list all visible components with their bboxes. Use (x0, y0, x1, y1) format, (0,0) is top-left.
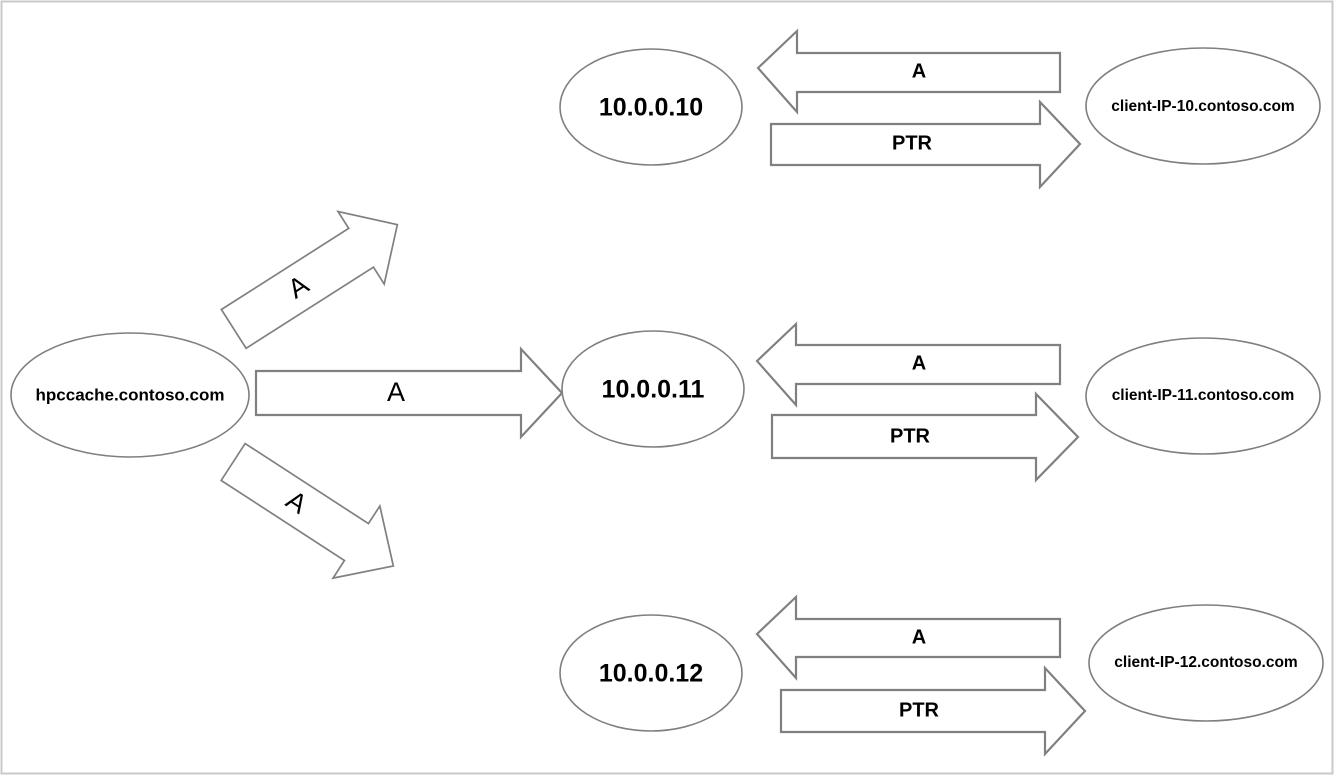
edge-source-to-10-0-0-12[interactable]: A (210, 426, 417, 602)
node-client-ip-12-shape (1088, 604, 1324, 722)
node-source-label: hpccache.contoso.com (36, 385, 225, 404)
edge-source-to-10-0-0-10[interactable]: A (211, 188, 421, 365)
edge-source-to-10-0-0-11-shape (254, 346, 564, 440)
edge-ptr-record-row-3[interactable]: PTR (779, 665, 1087, 757)
edge-a-record-row-2[interactable]: A (755, 321, 1062, 408)
edge-ptr-record-row-2-shape (770, 391, 1080, 483)
node-address-10-0-0-12-shape (559, 614, 743, 732)
node-address-10-0-0-10-label: 10.0.0.10 (599, 94, 703, 122)
edge-a-record-row-2-shape (755, 321, 1062, 408)
node-address-10-0-0-10-shape (559, 48, 743, 166)
edge-source-to-10-0-0-10-shape (220, 210, 399, 350)
node-address-10-0-0-12[interactable]: 10.0.0.12 (559, 614, 743, 732)
node-client-ip-12-label: client-IP-12.contoso.com (1114, 654, 1297, 671)
node-address-10-0-0-12-label: 10.0.0.12 (599, 660, 703, 688)
edge-ptr-record-row-3-shape (779, 665, 1087, 757)
node-client-ip-10-shape (1085, 47, 1321, 165)
edge-a-record-row-1-label: A (912, 60, 926, 82)
node-client-ip-11-shape (1085, 337, 1321, 455)
node-source-shape (10, 332, 250, 458)
edge-ptr-record-row-1[interactable]: PTR (769, 99, 1082, 190)
node-client-ip-11-label: client-IP-11.contoso.com (1112, 387, 1295, 404)
edge-ptr-record-row-3-label: PTR (899, 699, 940, 721)
edge-source-to-10-0-0-11-label: A (387, 377, 405, 407)
node-client-ip-10-label: client-IP-10.contoso.com (1111, 98, 1294, 115)
edge-source-to-10-0-0-12-shape (219, 442, 395, 580)
edge-source-to-10-0-0-11[interactable]: A (254, 346, 564, 440)
node-client-ip-11[interactable]: client-IP-11.contoso.com (1085, 337, 1321, 455)
edge-ptr-record-row-1-label: PTR (892, 132, 933, 154)
node-client-ip-12[interactable]: client-IP-12.contoso.com (1088, 604, 1324, 722)
edge-a-record-row-2-label: A (912, 352, 926, 374)
node-address-10-0-0-11-label: 10.0.0.11 (602, 376, 705, 404)
node-source-hpccache[interactable]: hpccache.contoso.com (10, 332, 250, 458)
node-address-10-0-0-10[interactable]: 10.0.0.10 (559, 48, 743, 166)
edge-a-record-row-1-shape (756, 28, 1062, 115)
edge-a-record-row-3[interactable]: A (755, 594, 1062, 681)
node-address-10-0-0-11[interactable]: 10.0.0.11 (561, 330, 745, 448)
node-client-ip-10[interactable]: client-IP-10.contoso.com (1085, 47, 1321, 165)
node-address-10-0-0-11-shape (561, 330, 745, 448)
edge-ptr-record-row-2-label: PTR (890, 425, 931, 447)
edge-a-record-row-3-shape (755, 594, 1062, 681)
edge-a-record-row-1[interactable]: A (756, 28, 1062, 115)
edge-a-record-row-3-label: A (912, 626, 926, 648)
edge-ptr-record-row-2[interactable]: PTR (770, 391, 1080, 483)
edge-ptr-record-row-1-shape (769, 99, 1082, 190)
